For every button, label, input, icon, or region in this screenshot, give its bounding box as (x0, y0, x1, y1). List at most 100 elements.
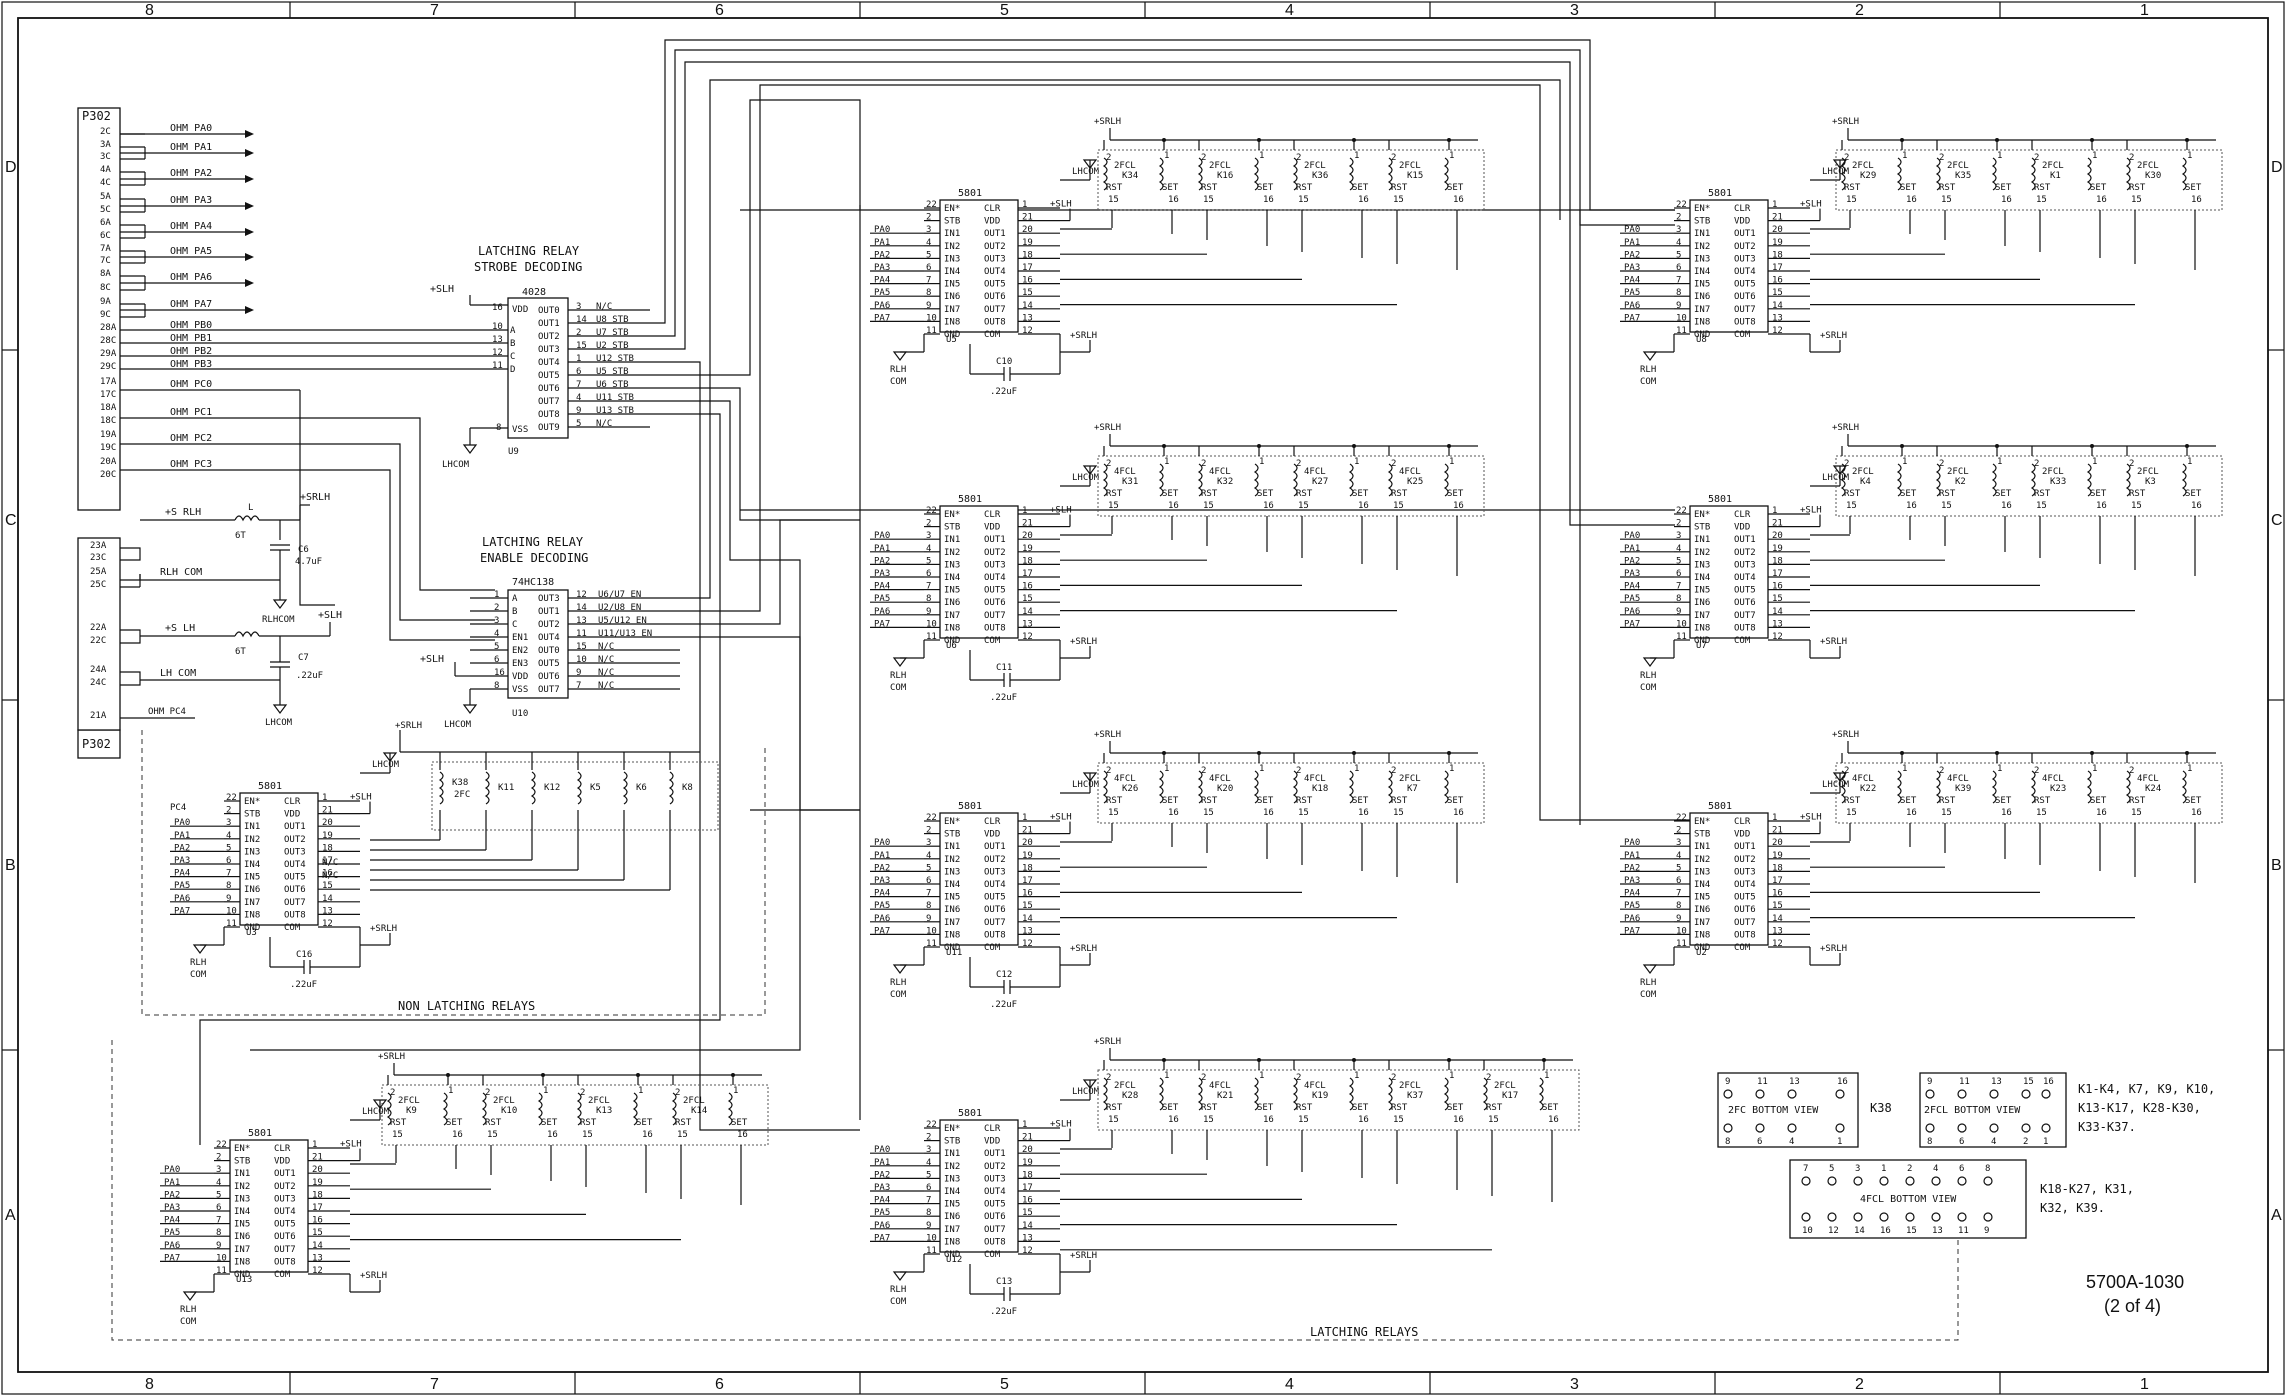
srlh-label: +SRLH (1832, 423, 1859, 433)
slh-label: +SLH (1800, 200, 1822, 210)
relay-ref: K37 (1407, 1091, 1423, 1101)
pa-label: PA1 (174, 831, 190, 841)
zone-bottom-5: 3 (1570, 1376, 1579, 1393)
rst-label: RST (1486, 1103, 1503, 1113)
p302-pin: 7C (100, 256, 111, 266)
pin: 1 (2187, 457, 2192, 467)
srlh-label: +SRLH (395, 721, 422, 731)
relay-type: 4FCL (1304, 467, 1326, 477)
cap-value: .22uF (990, 1307, 1017, 1317)
driver-pin-name: OUT1 (284, 822, 306, 832)
pin: 1 (1164, 457, 1169, 467)
pin: 15 (1393, 501, 1404, 511)
pin: 5 (494, 642, 499, 652)
p302-pin: 18A (100, 403, 117, 413)
driver-pin-name: IN2 (1694, 855, 1710, 865)
pin: 19 (1772, 544, 1783, 554)
pin: 8 (1725, 1137, 1730, 1147)
zone-top-4: 4 (1285, 2, 1294, 19)
pin: 21 (1022, 1133, 1033, 1143)
pa-label: PA5 (1624, 288, 1640, 298)
pin: 10 (926, 619, 937, 629)
strobe-net: U11 STB (596, 393, 634, 403)
set-label: SET (1352, 1103, 1369, 1113)
pin: 10 (926, 313, 937, 323)
pin: 1 (1837, 1137, 1842, 1147)
driver-pin-name: IN8 (944, 623, 960, 633)
pin: 3 (1855, 1164, 1860, 1174)
driver-pin-name: IN2 (944, 242, 960, 252)
pa-label: PA5 (874, 901, 890, 911)
driver-pin-name: OUT6 (984, 598, 1006, 608)
relay-type: 4FCL (1399, 467, 1421, 477)
driver-pin-name: IN1 (1694, 229, 1710, 239)
pin: 1 (1772, 200, 1777, 210)
pin: 20 (1022, 225, 1033, 235)
driver-pin-name: OUT6 (1734, 292, 1756, 302)
c7-label: C7 (298, 653, 309, 663)
pin: 17 (1022, 569, 1033, 579)
pin: 2 (2023, 1137, 2028, 1147)
pa-label: PA6 (1624, 914, 1640, 924)
pin: 20 (322, 818, 333, 828)
driver-chip (939, 505, 1019, 639)
pa-label: PA2 (164, 1190, 180, 1200)
pin: 1 (576, 354, 581, 364)
p302-label: P302 (82, 109, 111, 123)
pa-label: PA0 (874, 838, 890, 848)
driver-pin-name: IN3 (944, 560, 960, 570)
driver-pin-name: STB (944, 523, 960, 533)
driver-pin-name: IN5 (1694, 893, 1710, 903)
driver-pin-name: GND (244, 923, 260, 933)
pin: 8 (926, 288, 931, 298)
set-label: SET (1900, 796, 1917, 806)
pa-label: PA1 (1624, 544, 1640, 554)
set-label: SET (1995, 796, 2012, 806)
pin: 3 (494, 616, 499, 626)
relay-type: 2FCL (2042, 161, 2064, 171)
lhcom-label: LHCOM (362, 1107, 390, 1117)
driver-pin-name: OUT8 (984, 1237, 1006, 1247)
relay-ref: K14 (691, 1106, 707, 1116)
relay-type: 2FCL (1304, 161, 1326, 171)
srlh-label: +SRLH (360, 1271, 387, 1281)
driver-pin-name: IN4 (944, 573, 960, 583)
strobe-title: LATCHING RELAY (478, 244, 580, 258)
driver-pin-name: OUT8 (284, 910, 306, 920)
pin: 13 (1022, 926, 1033, 936)
pin: 8 (926, 901, 931, 911)
relay-type: 2FCL (1399, 774, 1421, 784)
zone-top-5: 3 (1570, 2, 1579, 19)
pin: 15 (1846, 195, 1857, 205)
relay-type: 2FCL (1947, 467, 1969, 477)
pin: 7 (1676, 889, 1681, 899)
pin: 15 (2036, 195, 2047, 205)
pin: 4 (1676, 544, 1681, 554)
driver-pin-name: IN2 (1694, 548, 1710, 558)
pin: 11 (1676, 939, 1687, 949)
pin: 1 (1022, 506, 1027, 516)
driver-pin-name: OUT2 (284, 835, 306, 845)
driver-pin-name: IN1 (1694, 535, 1710, 545)
p302-pin: 6C (100, 231, 111, 241)
pa-label: PA4 (874, 889, 890, 899)
driver-pin-name: GND (944, 943, 960, 953)
pin: 10 (216, 1253, 227, 1263)
driver-pin-name: IN3 (1694, 560, 1710, 570)
driver-pin-name: IN7 (1694, 918, 1710, 928)
driver-pin-name: OUT7 (984, 918, 1006, 928)
driver-pin-name: CLR (284, 797, 301, 807)
pin: 12 (1022, 326, 1033, 336)
enable-output: OUT1 (538, 607, 560, 617)
pin: 16 (1358, 501, 1369, 511)
driver-chip (939, 812, 1019, 946)
pin: 1 (1259, 764, 1264, 774)
driver-pin-name: CLR (984, 1124, 1001, 1134)
enable-input: B (512, 607, 517, 617)
pin: 2 (485, 1088, 490, 1098)
pa-label: PA0 (174, 818, 190, 828)
driver-pin-name: IN5 (944, 893, 960, 903)
pin: 14 (1022, 1221, 1033, 1231)
driver-pin-name: OUT4 (274, 1207, 296, 1217)
pin: 15 (1393, 808, 1404, 818)
